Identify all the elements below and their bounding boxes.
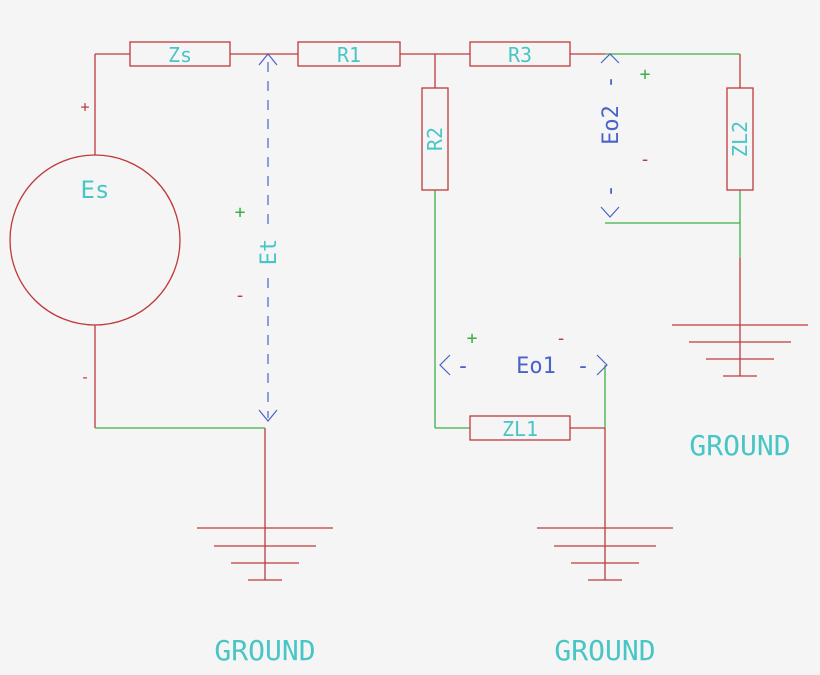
zs-label: Zs xyxy=(168,43,192,67)
r1-label: R1 xyxy=(337,43,361,67)
red-wires xyxy=(94,53,741,580)
r3-label: R3 xyxy=(508,43,532,67)
source-plus-sign: + xyxy=(80,98,89,116)
r1-box xyxy=(297,41,401,67)
source-minus-sign: - xyxy=(80,368,89,386)
green-wires xyxy=(95,53,741,429)
eo1-minus-sign: - xyxy=(556,328,567,349)
zl1-box xyxy=(469,415,571,441)
et-dashed-arrow xyxy=(258,53,278,422)
et-label: Et xyxy=(257,239,282,266)
eo1-plus-sign: + xyxy=(467,328,478,349)
eo2-top-dash: - xyxy=(598,75,623,88)
et-minus-sign: - xyxy=(235,285,246,306)
eo2-label: Eo2 xyxy=(599,105,624,145)
ground-label-right: GROUND xyxy=(689,429,790,462)
zs-box xyxy=(129,41,231,67)
eo2-plus-sign: + xyxy=(640,64,651,85)
eo1-right-dash: - xyxy=(576,354,589,379)
eo1-left-dash: - xyxy=(456,354,469,379)
r2-box xyxy=(421,87,449,191)
ground-symbol-right xyxy=(672,324,808,377)
component-boxes xyxy=(129,41,754,441)
zl1-label: ZL1 xyxy=(502,417,538,441)
eo2-minus-sign: - xyxy=(640,149,651,170)
zl2-box xyxy=(726,87,754,191)
zl2-label: ZL2 xyxy=(728,121,752,157)
source-label: Es xyxy=(81,176,110,204)
voltage-source-circle xyxy=(9,154,181,326)
ground-label-middle: GROUND xyxy=(554,634,655,667)
r3-box xyxy=(469,41,571,67)
eo2-bottom-dash: - xyxy=(598,184,623,197)
ground-symbol-left xyxy=(197,527,333,581)
eo2-dashed-arrow xyxy=(600,53,620,218)
ground-symbol-middle xyxy=(537,527,673,581)
ground-label-left: GROUND xyxy=(214,634,315,667)
eo1-label: Eo1 xyxy=(516,354,556,379)
r2-label: R2 xyxy=(423,127,447,151)
et-plus-sign: + xyxy=(235,202,246,223)
eo1-dashed-arrow xyxy=(439,354,608,376)
